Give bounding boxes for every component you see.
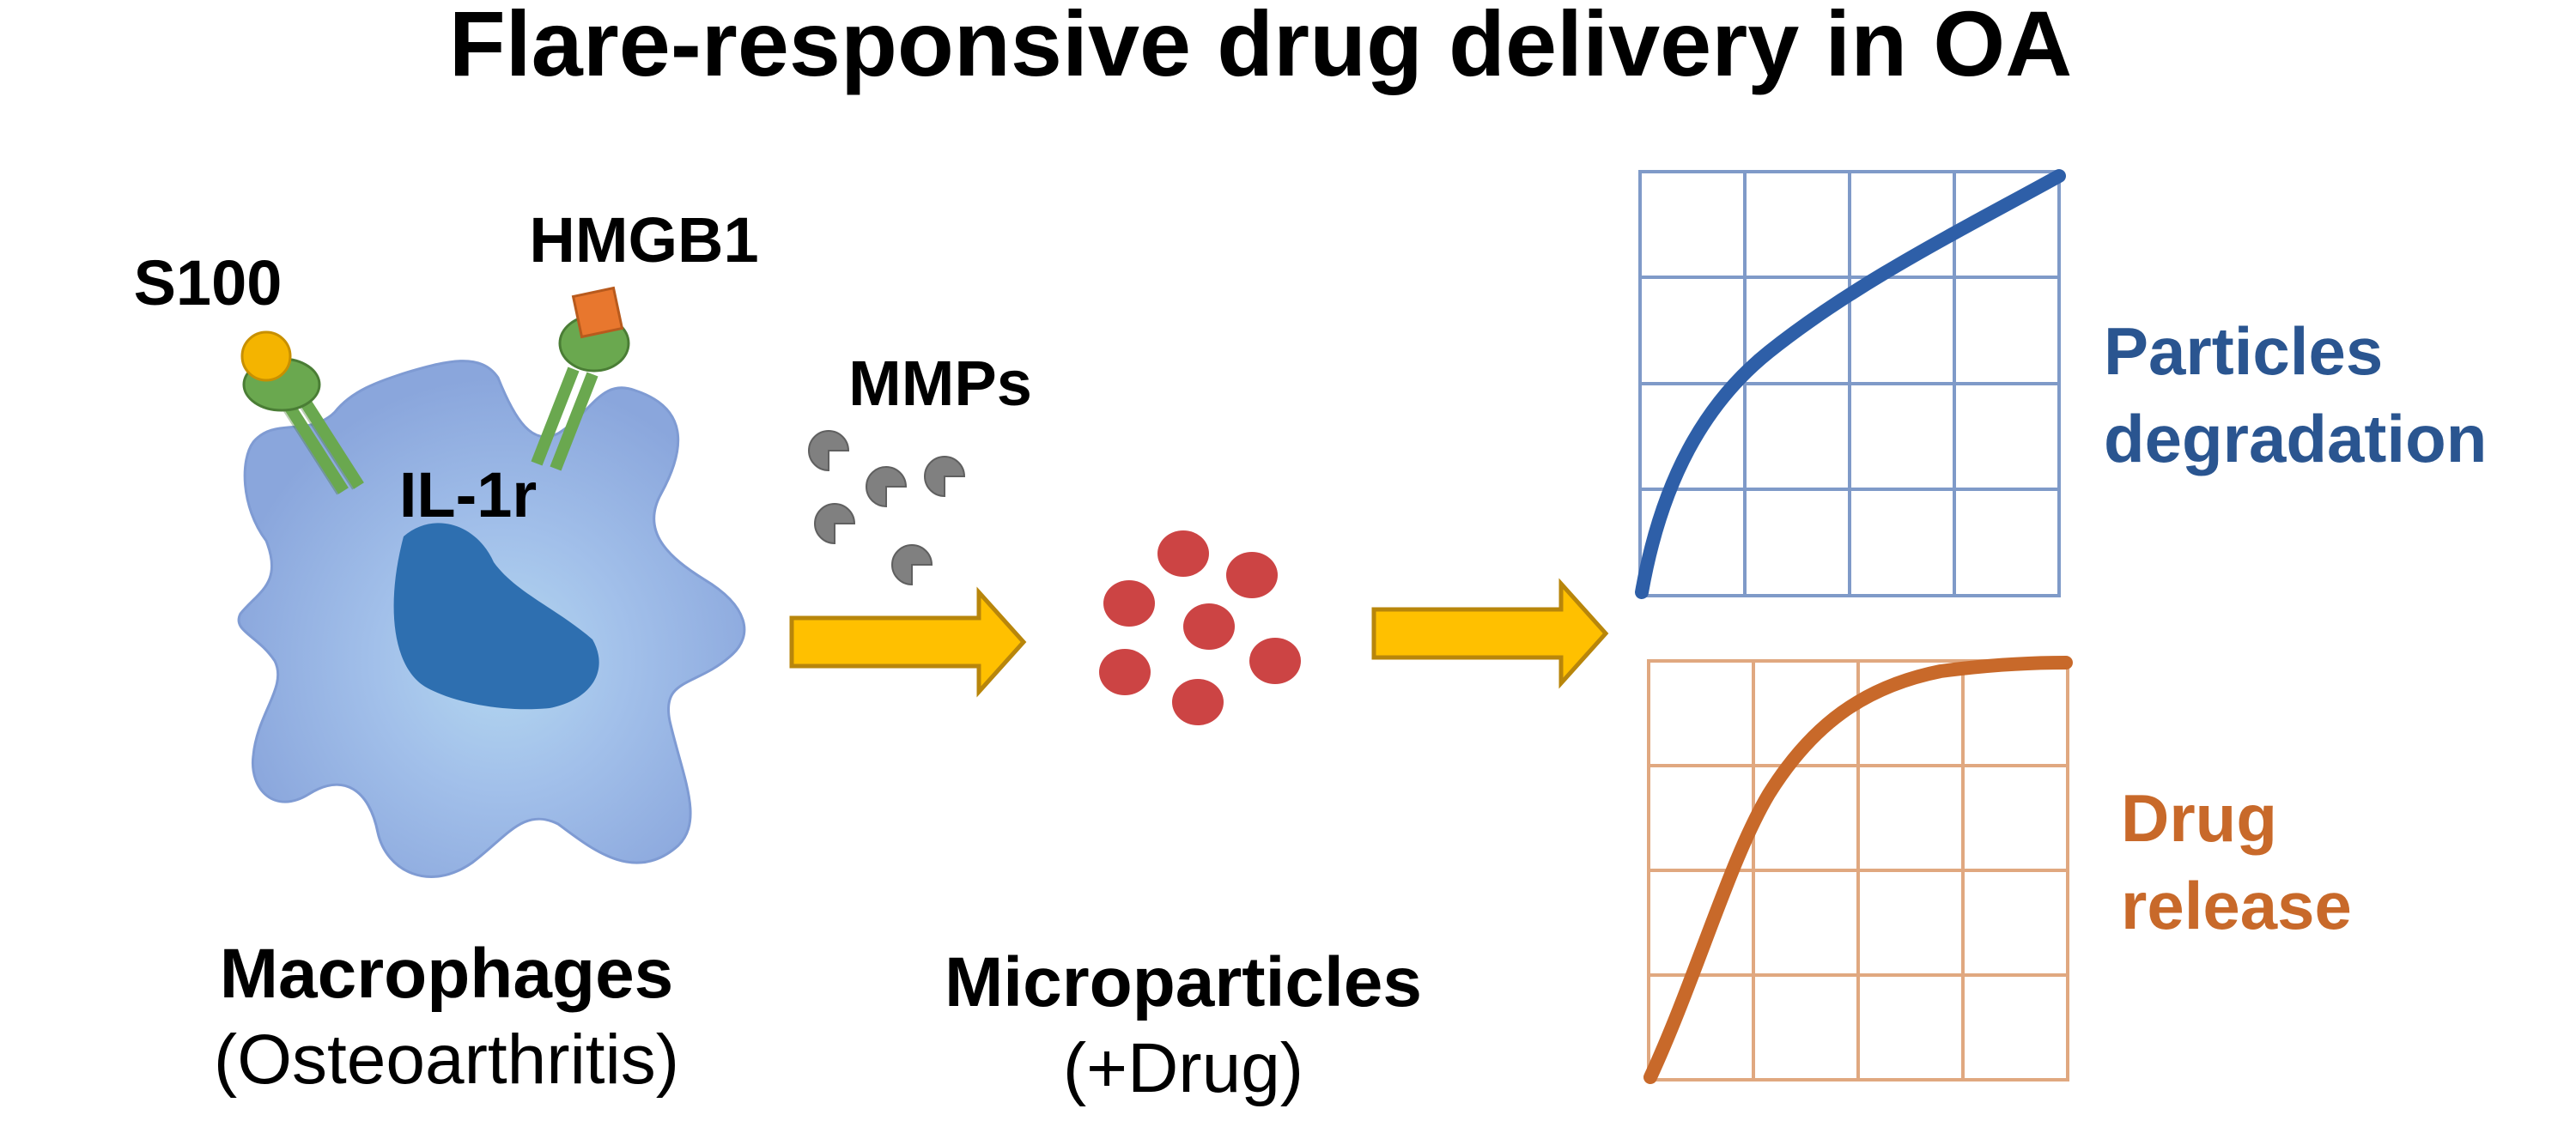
- microparticle: [1157, 530, 1209, 577]
- microparticles: [1099, 530, 1301, 725]
- s100-receptor: [240, 330, 364, 495]
- flow-arrow-1: [789, 586, 1027, 698]
- diagram-title: Flare-responsive drug delivery in OA: [449, 0, 2073, 95]
- microparticle: [1249, 638, 1301, 684]
- receptor-stem-right: [531, 367, 598, 471]
- release-label-1: Drug: [2121, 780, 2277, 856]
- mmp-enzyme: [924, 456, 966, 498]
- degradation-curve: [1635, 169, 2066, 599]
- hmgb1-receptor: [531, 286, 630, 471]
- mmp-enzymes: [808, 430, 966, 586]
- mmp-enzyme: [814, 503, 856, 545]
- microparticle: [1103, 580, 1155, 627]
- degradation-plot: [1635, 169, 2066, 599]
- macrophage-cell: [237, 360, 746, 878]
- release-plot: [1643, 656, 2073, 1084]
- drug-paren-label: (+Drug): [1063, 1029, 1303, 1107]
- osteoarthritis-label: (Osteoarthritis): [214, 1021, 679, 1099]
- mmp-enzyme: [891, 544, 933, 586]
- release-grid: [1647, 659, 2069, 1082]
- degradation-label-1: Particles: [2104, 313, 2383, 389]
- degradation-grid: [1638, 170, 2061, 597]
- s100-label: S100: [134, 247, 283, 318]
- il1r-label: IL-1r: [399, 459, 537, 530]
- mmp-enzyme: [866, 466, 908, 508]
- flow-arrow-2: [1371, 578, 1609, 689]
- hmgb1-ligand: [571, 286, 624, 339]
- degradation-label-2: degradation: [2104, 401, 2487, 476]
- microparticle: [1226, 552, 1278, 598]
- release-label-2: release: [2121, 868, 2352, 943]
- nucleus: [393, 523, 599, 710]
- microparticle: [1172, 679, 1224, 725]
- microparticles-label: Microparticles: [945, 943, 1422, 1021]
- mmps-label: MMPs: [848, 348, 1032, 419]
- microparticle: [1099, 649, 1151, 695]
- receptor-stem-left: [283, 397, 364, 494]
- microparticle: [1183, 603, 1235, 650]
- mmp-enzyme: [808, 430, 850, 472]
- macrophages-label: Macrophages: [220, 935, 674, 1013]
- hmgb1-label: HMGB1: [529, 204, 758, 276]
- release-curve: [1643, 656, 2073, 1084]
- s100-ligand: [240, 330, 292, 382]
